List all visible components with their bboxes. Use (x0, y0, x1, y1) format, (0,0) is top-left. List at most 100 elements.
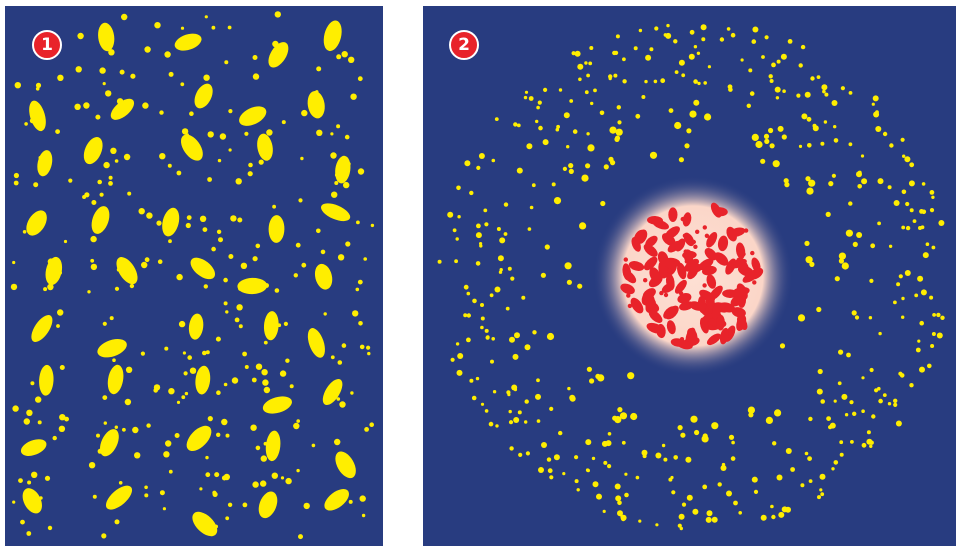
clustered-large-particle (643, 243, 658, 257)
small-particle (568, 168, 574, 174)
clustered-large-particle (717, 235, 729, 252)
small-particle (840, 86, 845, 91)
small-particle (466, 337, 471, 343)
panel-1-illustration (10, 11, 375, 540)
small-particle (296, 468, 300, 473)
small-particle (585, 439, 592, 446)
small-particle (263, 340, 268, 345)
small-particle (630, 412, 638, 421)
small-particle (663, 33, 668, 37)
small-particle (348, 499, 353, 504)
small-particle (348, 56, 355, 63)
small-particle (819, 473, 826, 480)
clustered-small-particle (682, 233, 688, 238)
small-particle (102, 321, 107, 326)
small-particle (159, 490, 165, 496)
small-particle (807, 143, 812, 148)
small-particle (553, 197, 562, 205)
small-particle (541, 442, 547, 448)
clustered-large-particle (735, 242, 746, 259)
small-particle (845, 229, 853, 237)
small-particle (43, 287, 48, 292)
small-particle (156, 220, 162, 226)
small-particle (244, 365, 249, 369)
small-particle (841, 262, 849, 270)
small-particle (671, 490, 676, 495)
small-particle (221, 418, 228, 426)
small-particle (529, 205, 534, 210)
clustered-large-particle (697, 296, 707, 314)
clustered-small-particle (683, 249, 688, 254)
small-particle (165, 440, 172, 447)
small-particle (494, 117, 499, 121)
small-particle (227, 25, 232, 30)
small-particle (927, 363, 932, 369)
small-particle (455, 237, 459, 241)
small-particle (215, 336, 221, 342)
small-particle (936, 332, 943, 339)
small-particle (189, 111, 194, 116)
small-particle (586, 132, 590, 136)
small-particle (255, 445, 261, 451)
small-particle (673, 39, 678, 44)
small-particle (887, 185, 892, 190)
small-particle (37, 420, 42, 425)
small-particle (224, 60, 229, 65)
small-particle (549, 475, 554, 480)
small-particle (900, 137, 905, 142)
small-particle (464, 160, 471, 167)
clustered-small-particle (750, 250, 755, 256)
large-particle (180, 134, 203, 161)
small-particle (121, 13, 128, 21)
small-particle (621, 440, 626, 445)
small-particle (807, 456, 812, 461)
small-particle (514, 332, 520, 339)
small-particle (932, 313, 936, 317)
small-particle (142, 102, 149, 109)
small-particle (764, 138, 770, 144)
small-particle (615, 128, 623, 136)
small-particle (466, 291, 471, 296)
clustered-large-particle (726, 226, 738, 242)
small-particle (938, 220, 945, 226)
small-particle (163, 451, 170, 458)
small-particle (247, 171, 253, 177)
small-particle (783, 178, 789, 184)
small-particle (27, 480, 32, 485)
small-particle (538, 125, 543, 131)
small-particle (824, 92, 829, 97)
large-particle (314, 263, 333, 290)
small-particle (57, 309, 64, 316)
large-particle (307, 328, 325, 358)
small-particle (593, 88, 597, 93)
small-particle (258, 159, 264, 165)
small-particle (279, 370, 287, 377)
small-particle (14, 82, 21, 89)
small-particle (168, 469, 173, 474)
small-particle (617, 500, 622, 506)
small-particle (499, 268, 503, 272)
small-particle (513, 387, 518, 392)
clustered-large-particle (677, 262, 687, 280)
small-particle (90, 258, 95, 263)
small-particle (851, 310, 857, 316)
small-particle (99, 192, 104, 197)
small-particle (769, 143, 775, 149)
small-particle (513, 417, 520, 423)
small-particle (641, 449, 648, 456)
small-particle (466, 313, 471, 318)
small-particle (103, 161, 110, 169)
small-particle (765, 416, 773, 424)
small-particle (238, 324, 243, 329)
small-particle (673, 455, 678, 460)
small-particle (605, 440, 612, 447)
small-particle (719, 37, 725, 42)
small-particle (599, 110, 605, 116)
small-particle (922, 252, 929, 259)
small-particle (251, 377, 257, 383)
small-particle (614, 135, 621, 141)
small-particle (711, 516, 718, 523)
small-particle (20, 519, 25, 525)
small-particle (283, 321, 288, 326)
large-particle (105, 485, 133, 510)
